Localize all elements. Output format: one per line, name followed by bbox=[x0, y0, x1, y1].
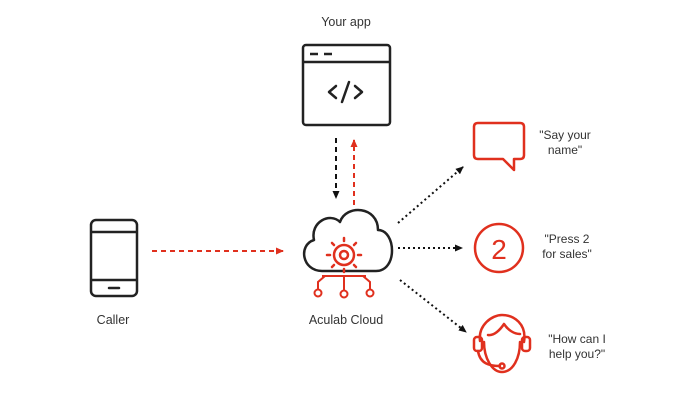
headset-agent-icon bbox=[472, 313, 532, 374]
cloud-to-agent-arrow bbox=[399, 279, 467, 333]
agent-quote-line1: "How can I bbox=[548, 332, 606, 346]
app-label: Your app bbox=[321, 15, 371, 29]
speech-quote: "Say your name" bbox=[539, 128, 591, 158]
speech-quote-line1: "Say your bbox=[539, 128, 591, 142]
code-window-icon bbox=[301, 43, 392, 127]
agent-quote: "How can I help you?" bbox=[548, 332, 606, 362]
dtmf-quote: "Press 2 for sales" bbox=[542, 232, 592, 262]
dtmf-quote-line2: for sales" bbox=[542, 247, 592, 261]
gear-icon bbox=[325, 236, 363, 274]
number-circle-icon: 2 bbox=[473, 222, 525, 274]
cloud-gear-icon bbox=[302, 208, 394, 299]
speech-bubble-icon bbox=[472, 121, 526, 172]
speech-quote-line2: name" bbox=[547, 143, 583, 157]
cloud-to-speech-arrow bbox=[397, 166, 464, 224]
smartphone-icon bbox=[89, 218, 139, 298]
agent-quote-line2: help you?" bbox=[548, 347, 606, 361]
dtmf-digit: 2 bbox=[491, 234, 507, 265]
network-connectors bbox=[313, 275, 375, 299]
dtmf-quote-line1: "Press 2 bbox=[544, 232, 590, 246]
cloud-label: Aculab Cloud bbox=[308, 313, 384, 327]
caller-label: Caller bbox=[96, 313, 130, 327]
